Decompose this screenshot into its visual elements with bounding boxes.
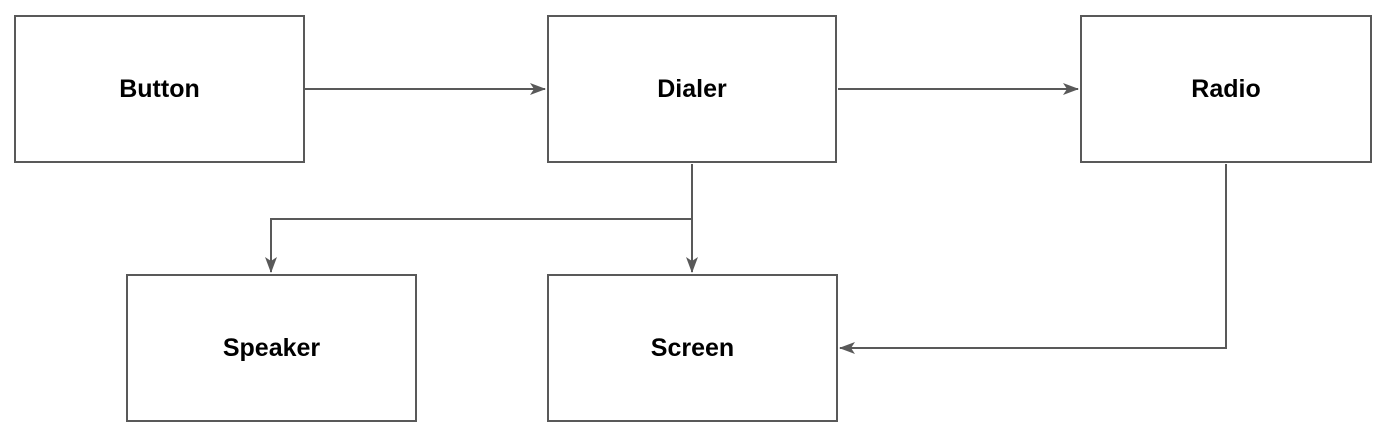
node-label: Dialer <box>657 74 727 103</box>
node-label: Button <box>119 74 200 103</box>
node-label: Screen <box>650 333 735 362</box>
edge-group <box>265 83 1227 354</box>
node-label: Speaker <box>222 333 321 362</box>
node-button: Button <box>14 15 305 163</box>
node-dialer: Dialer <box>547 15 837 163</box>
node-screen: Screen <box>547 274 838 422</box>
node-speaker: Speaker <box>126 274 417 422</box>
edge-radio-screen <box>839 164 1227 354</box>
node-label: Radio <box>1191 74 1261 103</box>
node-radio: Radio <box>1080 15 1372 163</box>
edge-dialer-speaker <box>265 164 693 273</box>
